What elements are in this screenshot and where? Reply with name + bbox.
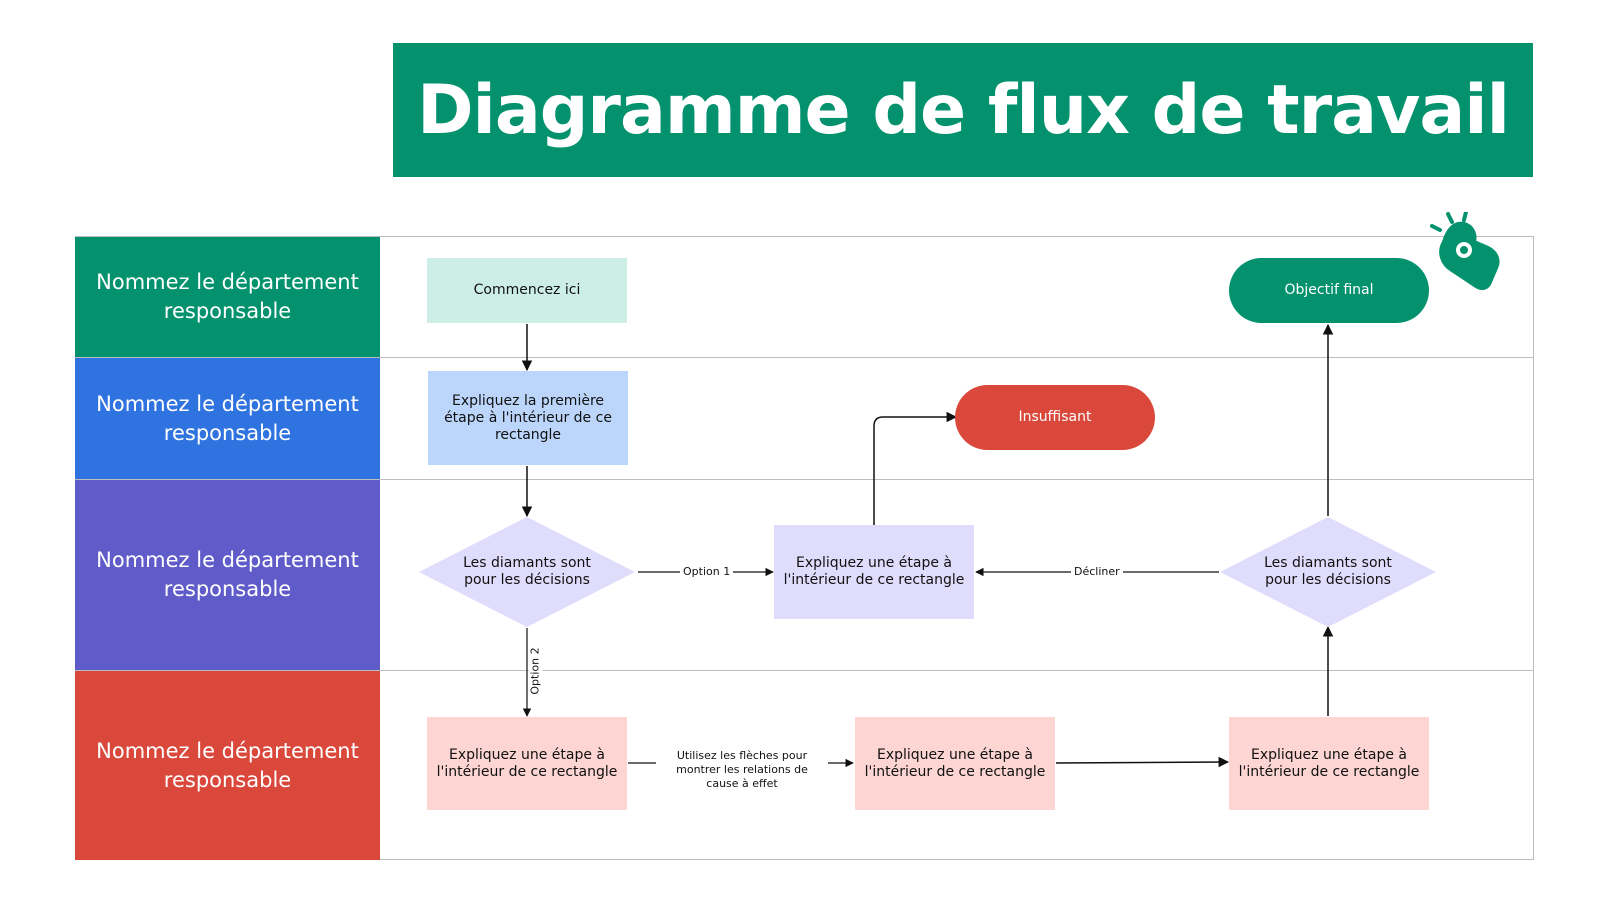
- middle-step-node: Expliquez une étape à l'intérieur de ce …: [774, 525, 974, 619]
- lane-3: Nommez le département responsable: [75, 479, 1534, 670]
- decision-diamond-1: Les diamants sont pour les décisions: [419, 517, 635, 627]
- bottom-step-3: Expliquez une étape à l'intérieur de ce …: [1229, 717, 1429, 810]
- insufficient-node: Insuffisant: [955, 385, 1155, 450]
- first-step-node: Expliquez la première étape à l'intérieu…: [428, 371, 628, 465]
- first-step-label: Expliquez la première étape à l'intérieu…: [444, 392, 612, 443]
- bottom-step-2-label: Expliquez une étape à l'intérieur de ce …: [864, 746, 1046, 780]
- bottom-step-2: Expliquez une étape à l'intérieur de ce …: [855, 717, 1055, 810]
- lane-2-label: Nommez le département responsable: [75, 358, 380, 479]
- decision-2-label: Les diamants sont pour les décisions: [1264, 555, 1392, 588]
- decision-diamond-2: Les diamants sont pour les décisions: [1220, 517, 1436, 627]
- title-banner: Diagramme de flux de travail: [393, 43, 1533, 177]
- start-node-label: Commencez ici: [473, 282, 581, 298]
- option-1-label: Option 1: [680, 565, 734, 579]
- arrow-step-to-insufficient: [873, 411, 958, 525]
- hand-pointing-icon: [1430, 212, 1500, 291]
- bottom-step-1: Expliquez une étape à l'intérieur de ce …: [427, 717, 627, 810]
- decline-label: Décliner: [1071, 565, 1123, 579]
- cause-effect-label: Utilisez les flèches pour montrer les re…: [656, 749, 828, 791]
- bottom-step-1-label: Expliquez une étape à l'intérieur de ce …: [436, 746, 618, 780]
- goal-label: Objectif final: [1284, 282, 1374, 298]
- page-title: Diagramme de flux de travail: [417, 70, 1510, 150]
- lane-1: Nommez le département responsable: [75, 236, 1534, 357]
- lane-4-label: Nommez le département responsable: [75, 671, 380, 860]
- option-2-label: Option 2: [528, 644, 543, 698]
- lane-1-label: Nommez le département responsable: [75, 237, 380, 357]
- lane-4: Nommez le département responsable: [75, 670, 1534, 860]
- insufficient-label: Insuffisant: [1018, 409, 1092, 425]
- arrow-bottom-2-to-3: [1055, 756, 1230, 768]
- decision-1-label: Les diamants sont pour les décisions: [463, 555, 591, 588]
- lane-2: Nommez le département responsable: [75, 357, 1534, 479]
- goal-node: Objectif final: [1229, 258, 1429, 323]
- middle-step-label: Expliquez une étape à l'intérieur de ce …: [783, 555, 965, 588]
- lane-3-label: Nommez le département responsable: [75, 480, 380, 670]
- start-node: Commencez ici: [427, 258, 627, 323]
- bottom-step-3-label: Expliquez une étape à l'intérieur de ce …: [1238, 746, 1420, 780]
